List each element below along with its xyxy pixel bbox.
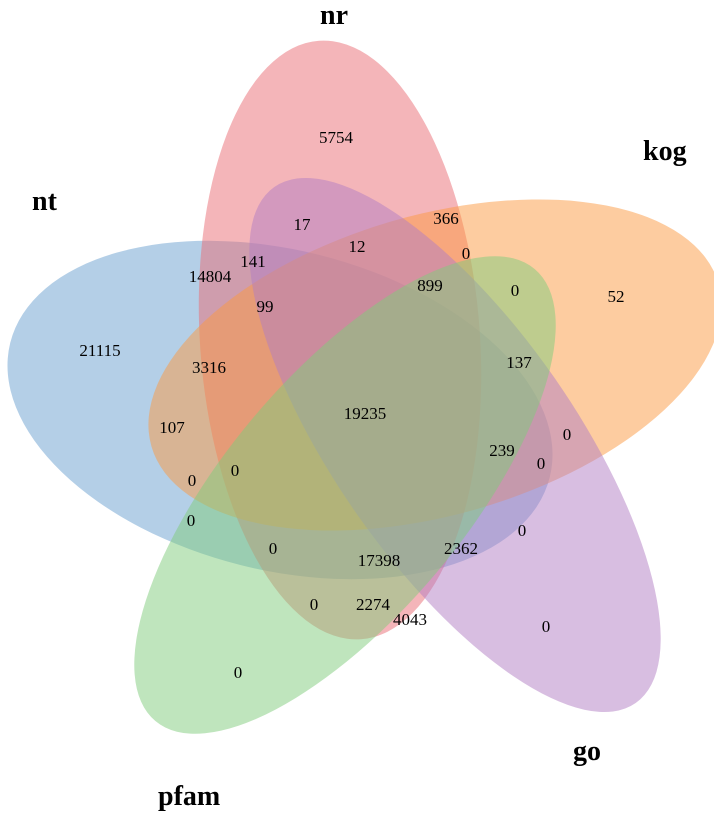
region-count: 21115	[79, 341, 120, 360]
region-count: 0	[462, 244, 471, 263]
region-count: 0	[563, 425, 572, 444]
region-count: 0	[234, 663, 243, 682]
set-label-kog: kog	[643, 136, 687, 167]
region-count: 366	[433, 209, 459, 228]
set-ellipses	[7, 40, 714, 734]
region-count: 0	[518, 521, 527, 540]
region-count: 0	[269, 539, 278, 558]
pfam-ellipse	[134, 256, 556, 734]
region-counts: 5754 52 21115 0 0 17 366 14804 141 12 0 …	[79, 128, 624, 682]
region-count: 2274	[356, 595, 391, 614]
region-count: 0	[231, 461, 240, 480]
region-count: 107	[159, 418, 185, 437]
region-count: 0	[542, 617, 551, 636]
set-label-nt: nt	[32, 186, 58, 217]
region-count: 12	[349, 237, 366, 256]
region-count: 0	[511, 281, 520, 300]
region-count: 4043	[393, 610, 427, 629]
set-labels: nt nr kog go pfam	[32, 0, 687, 812]
region-count: 899	[417, 276, 443, 295]
region-count: 141	[240, 252, 266, 271]
region-count: 99	[257, 297, 274, 316]
region-count: 0	[310, 595, 319, 614]
region-count: 14804	[189, 267, 232, 286]
set-label-pfam: pfam	[158, 781, 220, 812]
region-count: 17398	[358, 551, 401, 570]
region-count: 239	[489, 441, 515, 460]
region-count: 0	[188, 471, 197, 490]
region-count: 3316	[192, 358, 226, 377]
set-label-go: go	[573, 736, 601, 767]
region-count: 0	[187, 511, 196, 530]
region-count: 5754	[319, 128, 354, 147]
region-count: 17	[294, 215, 312, 234]
region-count: 2362	[444, 539, 478, 558]
region-count: 19235	[344, 404, 387, 423]
set-label-nr: nr	[320, 0, 348, 31]
region-count: 0	[537, 454, 546, 473]
region-count: 52	[608, 287, 625, 306]
region-count: 137	[506, 353, 532, 372]
